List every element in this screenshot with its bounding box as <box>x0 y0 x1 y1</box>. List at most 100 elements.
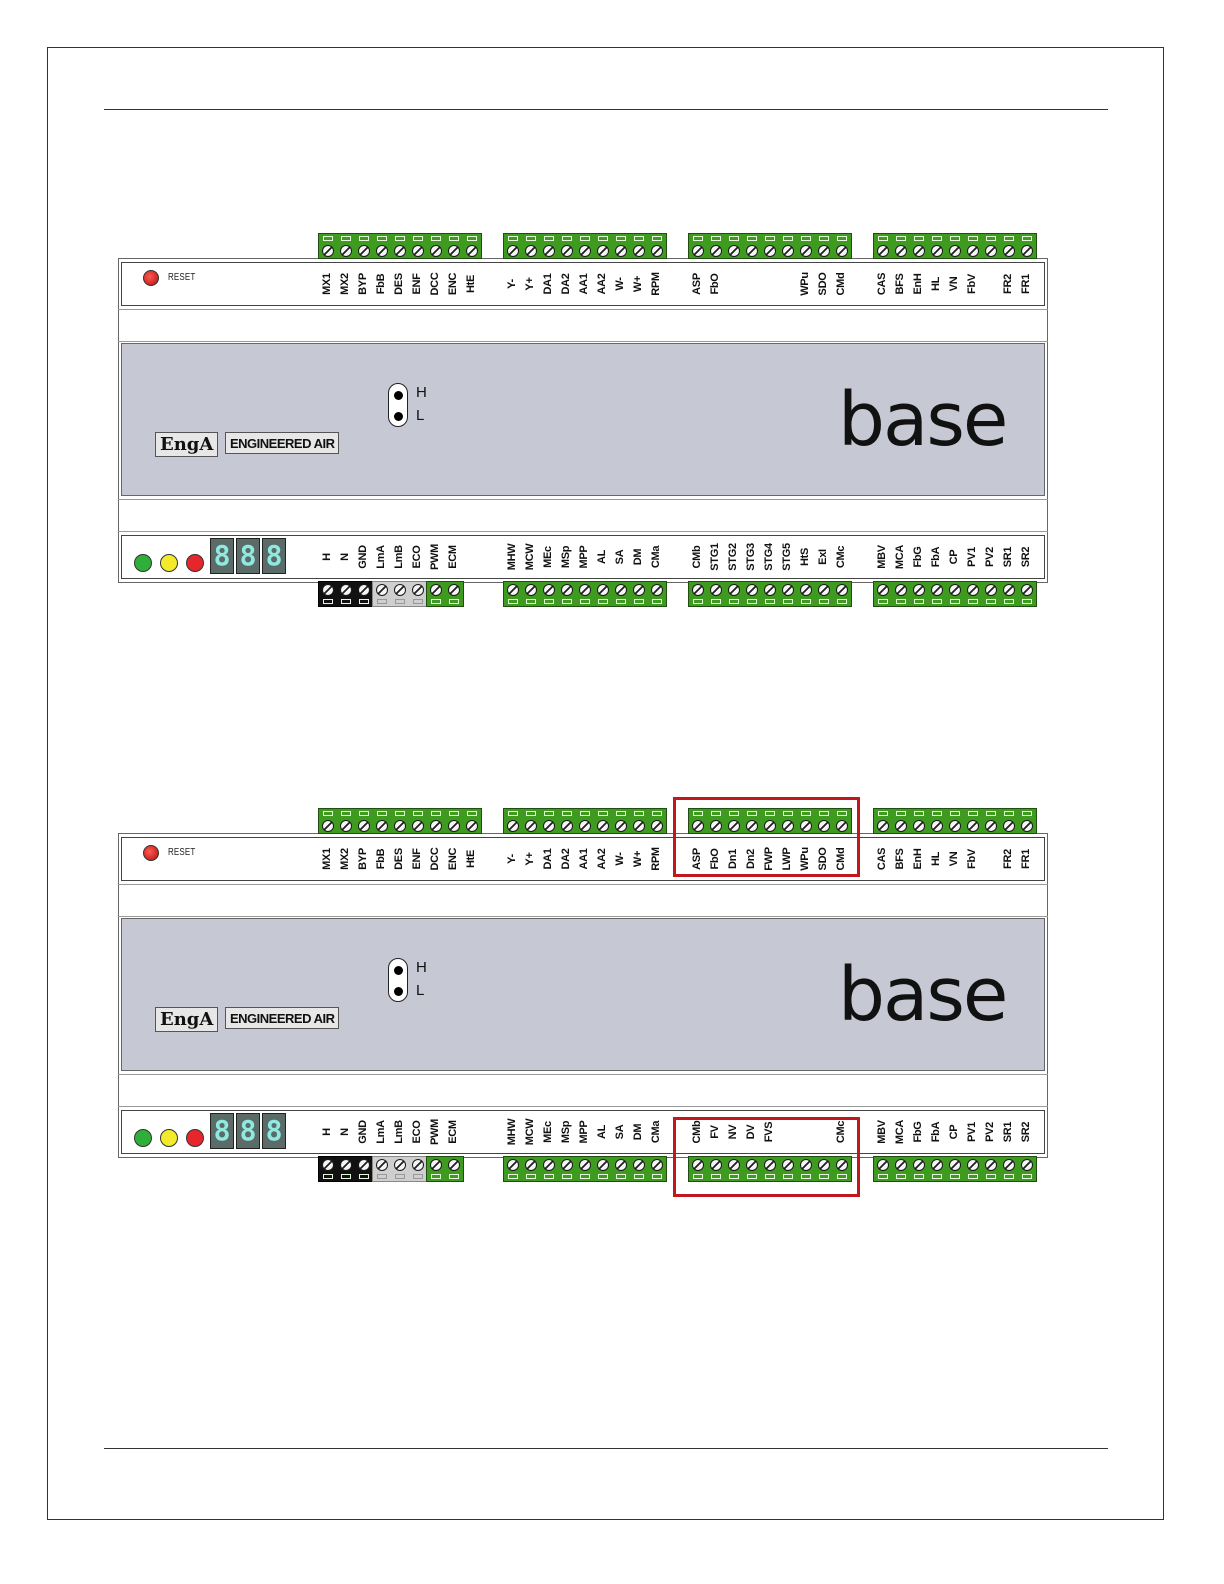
screw-terminal[interactable] <box>337 234 355 258</box>
screw-terminal[interactable] <box>761 234 779 258</box>
screw-terminal[interactable] <box>797 234 815 258</box>
screw-terminal[interactable] <box>445 582 463 606</box>
screw-terminal[interactable] <box>558 809 576 833</box>
screw-terminal[interactable] <box>982 234 1000 258</box>
screw-terminal[interactable] <box>445 809 463 833</box>
screw-terminal[interactable] <box>504 809 522 833</box>
screw-terminal[interactable] <box>928 582 946 606</box>
screw-terminal[interactable] <box>612 809 630 833</box>
screw-terminal[interactable] <box>743 234 761 258</box>
screw-terminal[interactable] <box>946 582 964 606</box>
screw-terminal[interactable] <box>391 1157 409 1181</box>
screw-terminal[interactable] <box>910 582 928 606</box>
screw-terminal[interactable] <box>648 582 666 606</box>
screw-terminal[interactable] <box>761 809 779 833</box>
screw-terminal[interactable] <box>1018 234 1036 258</box>
screw-terminal[interactable] <box>815 234 833 258</box>
screw-terminal[interactable] <box>373 809 391 833</box>
screw-terminal[interactable] <box>815 809 833 833</box>
screw-terminal[interactable] <box>427 582 445 606</box>
screw-terminal[interactable] <box>910 809 928 833</box>
screw-terminal[interactable] <box>355 809 373 833</box>
screw-terminal[interactable] <box>964 582 982 606</box>
screw-terminal[interactable] <box>779 1157 797 1181</box>
screw-terminal[interactable] <box>522 234 540 258</box>
jumper-header[interactable] <box>388 383 408 427</box>
screw-terminal[interactable] <box>594 582 612 606</box>
screw-terminal[interactable] <box>1000 809 1018 833</box>
screw-terminal[interactable] <box>707 1157 725 1181</box>
screw-terminal[interactable] <box>874 582 892 606</box>
screw-terminal[interactable] <box>815 582 833 606</box>
screw-terminal[interactable] <box>725 582 743 606</box>
screw-terminal[interactable] <box>391 809 409 833</box>
screw-terminal[interactable] <box>391 234 409 258</box>
screw-terminal[interactable] <box>504 1157 522 1181</box>
screw-terminal[interactable] <box>445 1157 463 1181</box>
screw-terminal[interactable] <box>1000 582 1018 606</box>
screw-terminal[interactable] <box>761 582 779 606</box>
reset-button[interactable] <box>143 845 159 861</box>
screw-terminal[interactable] <box>815 1157 833 1181</box>
screw-terminal[interactable] <box>594 1157 612 1181</box>
screw-terminal[interactable] <box>630 1157 648 1181</box>
screw-terminal[interactable] <box>522 809 540 833</box>
screw-terminal[interactable] <box>409 1157 427 1181</box>
screw-terminal[interactable] <box>612 1157 630 1181</box>
screw-terminal[interactable] <box>558 1157 576 1181</box>
screw-terminal[interactable] <box>892 234 910 258</box>
screw-terminal[interactable] <box>689 809 707 833</box>
screw-terminal[interactable] <box>743 1157 761 1181</box>
screw-terminal[interactable] <box>373 234 391 258</box>
screw-terminal[interactable] <box>833 809 851 833</box>
screw-terminal[interactable] <box>504 582 522 606</box>
reset-button[interactable] <box>143 270 159 286</box>
screw-terminal[interactable] <box>928 1157 946 1181</box>
screw-terminal[interactable] <box>1018 582 1036 606</box>
screw-terminal[interactable] <box>319 809 337 833</box>
screw-terminal[interactable] <box>612 582 630 606</box>
screw-terminal[interactable] <box>594 809 612 833</box>
screw-terminal[interactable] <box>319 582 337 606</box>
screw-terminal[interactable] <box>427 234 445 258</box>
screw-terminal[interactable] <box>725 234 743 258</box>
screw-terminal[interactable] <box>982 582 1000 606</box>
screw-terminal[interactable] <box>319 234 337 258</box>
jumper-header[interactable] <box>388 958 408 1002</box>
screw-terminal[interactable] <box>779 809 797 833</box>
screw-terminal[interactable] <box>982 1157 1000 1181</box>
screw-terminal[interactable] <box>761 1157 779 1181</box>
screw-terminal[interactable] <box>612 234 630 258</box>
screw-terminal[interactable] <box>648 1157 666 1181</box>
screw-terminal[interactable] <box>874 809 892 833</box>
screw-terminal[interactable] <box>355 234 373 258</box>
screw-terminal[interactable] <box>337 1157 355 1181</box>
screw-terminal[interactable] <box>892 582 910 606</box>
screw-terminal[interactable] <box>337 582 355 606</box>
screw-terminal[interactable] <box>1000 234 1018 258</box>
screw-terminal[interactable] <box>689 1157 707 1181</box>
screw-terminal[interactable] <box>630 809 648 833</box>
screw-terminal[interactable] <box>409 809 427 833</box>
screw-terminal[interactable] <box>463 234 481 258</box>
screw-terminal[interactable] <box>689 582 707 606</box>
screw-terminal[interactable] <box>522 582 540 606</box>
screw-terminal[interactable] <box>540 234 558 258</box>
screw-terminal[interactable] <box>982 809 1000 833</box>
screw-terminal[interactable] <box>445 234 463 258</box>
screw-terminal[interactable] <box>558 582 576 606</box>
screw-terminal[interactable] <box>427 809 445 833</box>
screw-terminal[interactable] <box>576 1157 594 1181</box>
screw-terminal[interactable] <box>648 234 666 258</box>
screw-terminal[interactable] <box>707 809 725 833</box>
screw-terminal[interactable] <box>928 234 946 258</box>
screw-terminal[interactable] <box>689 234 707 258</box>
screw-terminal[interactable] <box>1018 809 1036 833</box>
screw-terminal[interactable] <box>910 234 928 258</box>
screw-terminal[interactable] <box>319 1157 337 1181</box>
screw-terminal[interactable] <box>576 234 594 258</box>
screw-terminal[interactable] <box>928 809 946 833</box>
screw-terminal[interactable] <box>743 809 761 833</box>
screw-terminal[interactable] <box>630 582 648 606</box>
screw-terminal[interactable] <box>964 234 982 258</box>
